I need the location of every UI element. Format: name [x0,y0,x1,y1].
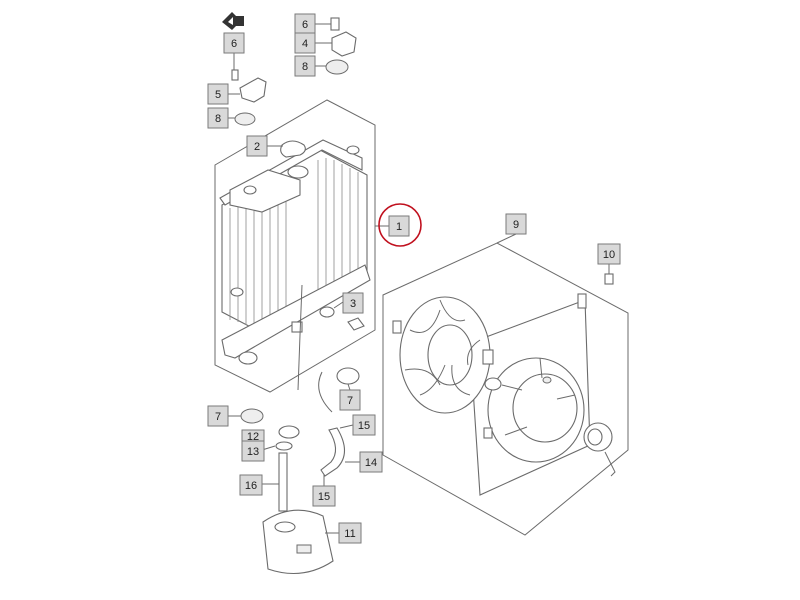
callout-1-highlight-circle [378,203,422,247]
svg-text:15: 15 [358,420,370,432]
grommet-7-left [240,408,264,424]
reservoir-pipe [278,452,288,512]
svg-text:4: 4 [302,38,308,50]
svg-text:7: 7 [347,395,353,407]
callout-14: 14 [359,451,383,473]
callout-10: 10 [597,243,621,265]
svg-text:6: 6 [231,38,237,50]
radiator [214,99,376,393]
svg-text:3: 3 [350,298,356,310]
callout-12: 12 [241,429,265,443]
svg-text:12: 12 [247,431,259,443]
bracket-right [325,17,357,75]
callout-15-upper: 15 [352,414,376,436]
callout-15-lower: 15 [312,485,336,507]
callout-6-top-right: 6 [294,13,316,35]
callout-7-left: 7 [207,405,229,427]
svg-text:5: 5 [215,89,221,101]
svg-text:1: 1 [396,221,402,233]
svg-text:7: 7 [215,411,221,423]
svg-text:8: 8 [302,61,308,73]
callout-4: 4 [294,32,316,54]
screw-10 [604,266,614,285]
reservoir-tank [262,509,334,574]
bracket-left [231,69,267,126]
svg-text:2: 2 [254,141,260,153]
svg-text:8: 8 [215,113,221,125]
callout-8-top: 8 [294,55,316,77]
svg-text:15: 15 [318,491,330,503]
svg-text:14: 14 [365,457,377,469]
svg-text:6: 6 [302,19,308,31]
callout-16: 16 [239,474,263,496]
svg-text:10: 10 [603,249,615,261]
fan-shroud [382,242,629,536]
radiator-cap [280,140,306,158]
callout-1: 1 [388,215,410,237]
callout-9: 9 [505,213,527,235]
leader-lines [228,23,610,534]
svg-text:13: 13 [247,446,259,458]
direction-arrow-icon [222,12,244,30]
callout-8-left: 8 [207,107,229,129]
callout-6-top-left: 6 [223,32,245,54]
callout-2: 2 [246,135,268,157]
callout-11: 11 [338,522,362,544]
callout-13: 13 [241,440,265,462]
svg-text:11: 11 [344,528,355,540]
svg-text:16: 16 [245,480,257,492]
callout-3: 3 [342,292,364,314]
svg-text:9: 9 [513,219,519,231]
callout-5: 5 [207,83,229,105]
reservoir-cap [275,425,300,451]
callout-7-right: 7 [339,389,361,411]
reservoir-hose [297,284,360,477]
